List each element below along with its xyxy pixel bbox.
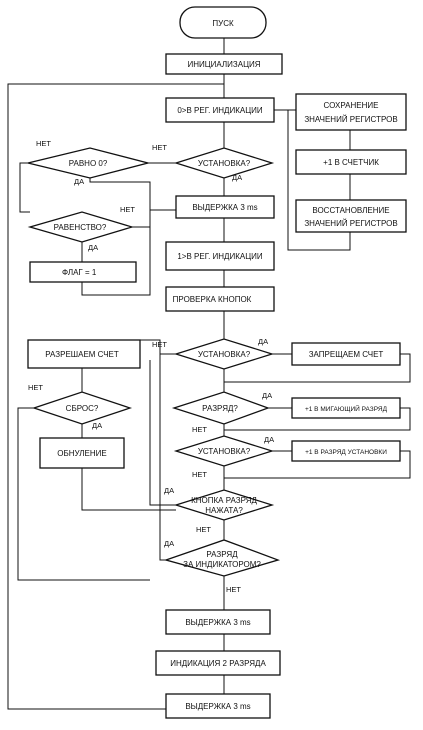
edge-label-button-no: НЕТ: [196, 525, 211, 534]
edge-label-setup3-yes: ДА: [264, 435, 274, 444]
node-forbid-count: ЗАПРЕЩАЕМ СЧЕТ: [291, 342, 401, 366]
edge-label-setup1-yes: ДА: [232, 173, 242, 182]
edge-label-setup3-no: НЕТ: [192, 470, 207, 479]
node-forbid-count-label: ЗАПРЕЩАЕМ СЧЕТ: [309, 350, 384, 359]
node-zeroing-label: ОБНУЛЕНИЕ: [57, 449, 107, 458]
edge-labels: НЕТ НЕТ ДА ДА НЕТ ДА НЕТ ДА НЕТ ДА ДА НЕ…: [28, 139, 274, 594]
node-allow-count: РАЗРЕШАЕМ СЧЕТ: [27, 339, 141, 369]
node-blink-inc: +1 В МИГАЮЩИЙ РАЗРЯД: [291, 397, 401, 419]
node-flag: ФЛАГ = 1: [29, 261, 137, 283]
node-digit-q-label: РАЗРЯД?: [202, 404, 238, 413]
node-digit-beyond-line2: ЗА ИНДИКАТОРОМ?: [183, 560, 261, 569]
node-delay-2: ВЫДЕРЖКА 3 ms: [165, 609, 271, 635]
node-restore-regs: ВОССТАНОВЛЕНИЕ ЗНАЧЕНИЙ РЕГИСТРОВ: [295, 199, 407, 233]
edge-label-setup2-yes: ДА: [258, 337, 268, 346]
node-check-buttons: ПРОВЕРКА КНОПОК: [165, 286, 275, 312]
node-reg-ind-1-label: 1>В РЕГ. ИНДИКАЦИИ: [177, 252, 263, 261]
connectors: [7, 38, 411, 710]
node-ind2-label: ИНДИКАЦИЯ 2 РАЗРЯДА: [170, 659, 266, 668]
edge-label-eq0-yes: ДА: [74, 177, 84, 186]
node-setup-q2-label: УСТАНОВКА?: [198, 350, 251, 359]
node-reset-q-label: СБРОС?: [66, 404, 99, 413]
node-zeroing: ОБНУЛЕНИЕ: [39, 437, 125, 469]
node-digit-q: РАЗРЯД?: [171, 391, 270, 425]
node-equality: РАВЕНСТВО?: [27, 211, 135, 243]
edge-loop-back: [7, 83, 224, 710]
node-reg-ind-1: 1>В РЕГ. ИНДИКАЦИИ: [165, 241, 275, 271]
node-equals-zero: РАВНО 0?: [27, 147, 151, 179]
node-restore-regs-line1: ВОССТАНОВЛЕНИЕ: [312, 206, 389, 215]
edge-setup2-no: [140, 339, 176, 355]
node-button-pressed-line1: КНОПКА РАЗРЯД: [191, 496, 257, 505]
node-setup-q1-label: УСТАНОВКА?: [198, 159, 251, 168]
node-restore-regs-line2: ЗНАЧЕНИЙ РЕГИСТРОВ: [304, 219, 397, 228]
edge-flag-join: [81, 182, 151, 296]
edge-forbid-join: [224, 353, 411, 383]
node-init: ИНИЦИАЛИЗАЦИЯ: [165, 53, 283, 75]
node-check-buttons-label: ПРОВЕРКА КНОПОК: [173, 295, 252, 304]
node-button-pressed: КНОПКА РАЗРЯД НАЖАТА?: [173, 489, 275, 521]
edge-setupinc-join: [224, 450, 411, 479]
node-setup-inc-label: +1 В РАЗРЯД УСТАНОВКИ: [305, 449, 387, 456]
node-save-regs-line2: ЗНАЧЕНИЙ РЕГИСТРОВ: [304, 115, 397, 124]
edge-button-yes: [149, 360, 176, 506]
node-init-label: ИНИЦИАЛИЗАЦИЯ: [187, 60, 260, 69]
node-allow-count-label: РАЗРЕШАЕМ СЧЕТ: [45, 350, 119, 359]
edge-label-equality-yes: ДА: [88, 243, 98, 252]
edge-reset-no: [17, 407, 150, 581]
node-setup-inc: +1 В РАЗРЯД УСТАНОВКИ: [291, 440, 401, 462]
node-delay-3-label: ВЫДЕРЖКА 3 ms: [185, 702, 250, 711]
edge-eq0-yes: [19, 162, 30, 213]
node-counter-inc: +1 В СЧЕТЧИК: [295, 149, 407, 175]
edge-label-setup1-no: НЕТ: [152, 143, 167, 152]
node-equality-label: РАВЕНСТВО?: [54, 223, 107, 232]
edge-blink-join: [224, 407, 411, 431]
node-save-regs-line1: СОХРАНЕНИЕ: [324, 101, 379, 110]
node-button-pressed-line2: НАЖАТА?: [205, 506, 243, 515]
node-delay-1: ВЫДЕРЖКА 3 ms: [175, 195, 275, 219]
node-reg-ind-0-label: 0>В РЕГ. ИНДИКАЦИИ: [177, 106, 263, 115]
node-delay-2-label: ВЫДЕРЖКА 3 ms: [185, 618, 250, 627]
edge-label-equality-no: НЕТ: [120, 205, 135, 214]
node-start: ПУСК: [179, 6, 267, 39]
node-digit-beyond-line1: РАЗРЯД: [206, 550, 238, 559]
edge-label-reset-yes: ДА: [92, 421, 102, 430]
edge-label-digit-no: НЕТ: [192, 425, 207, 434]
edge-label-eq0-no: НЕТ: [36, 139, 51, 148]
node-start-label: ПУСК: [212, 19, 234, 28]
node-setup-q2: УСТАНОВКА?: [173, 338, 275, 370]
node-counter-inc-label: +1 В СЧЕТЧИК: [323, 158, 379, 167]
node-setup-q1: УСТАНОВКА?: [173, 147, 275, 179]
edge-beyond-yes: [159, 354, 176, 561]
node-ind2: ИНДИКАЦИЯ 2 РАЗРЯДА: [155, 650, 281, 676]
node-blink-inc-label: +1 В МИГАЮЩИЙ РАЗРЯД: [305, 404, 388, 413]
edge-label-button-yes: ДА: [164, 486, 174, 495]
node-delay-1-label: ВЫДЕРЖКА 3 ms: [192, 203, 257, 212]
edge-label-digit-yes: ДА: [262, 391, 272, 400]
edge-label-beyond-no: НЕТ: [226, 585, 241, 594]
node-digit-beyond: РАЗРЯД ЗА ИНДИКАТОРОМ?: [163, 539, 281, 577]
node-equals-zero-label: РАВНО 0?: [69, 159, 108, 168]
edge-label-reset-no: НЕТ: [28, 383, 43, 392]
node-save-regs: СОХРАНЕНИЕ ЗНАЧЕНИЙ РЕГИСТРОВ: [295, 93, 407, 131]
node-reset-q: СБРОС?: [31, 391, 133, 425]
node-reg-ind-0: 0>В РЕГ. ИНДИКАЦИИ: [165, 97, 275, 123]
edge-zeroing-join: [81, 468, 176, 511]
node-setup-q3-label: УСТАНОВКА?: [198, 447, 251, 456]
node-delay-3: ВЫДЕРЖКА 3 ms: [165, 693, 271, 719]
node-setup-q3: УСТАНОВКА?: [173, 435, 275, 467]
edge-label-setup2-no: НЕТ: [152, 340, 167, 349]
edge-label-beyond-yes: ДА: [164, 539, 174, 548]
node-flag-label: ФЛАГ = 1: [62, 268, 97, 277]
